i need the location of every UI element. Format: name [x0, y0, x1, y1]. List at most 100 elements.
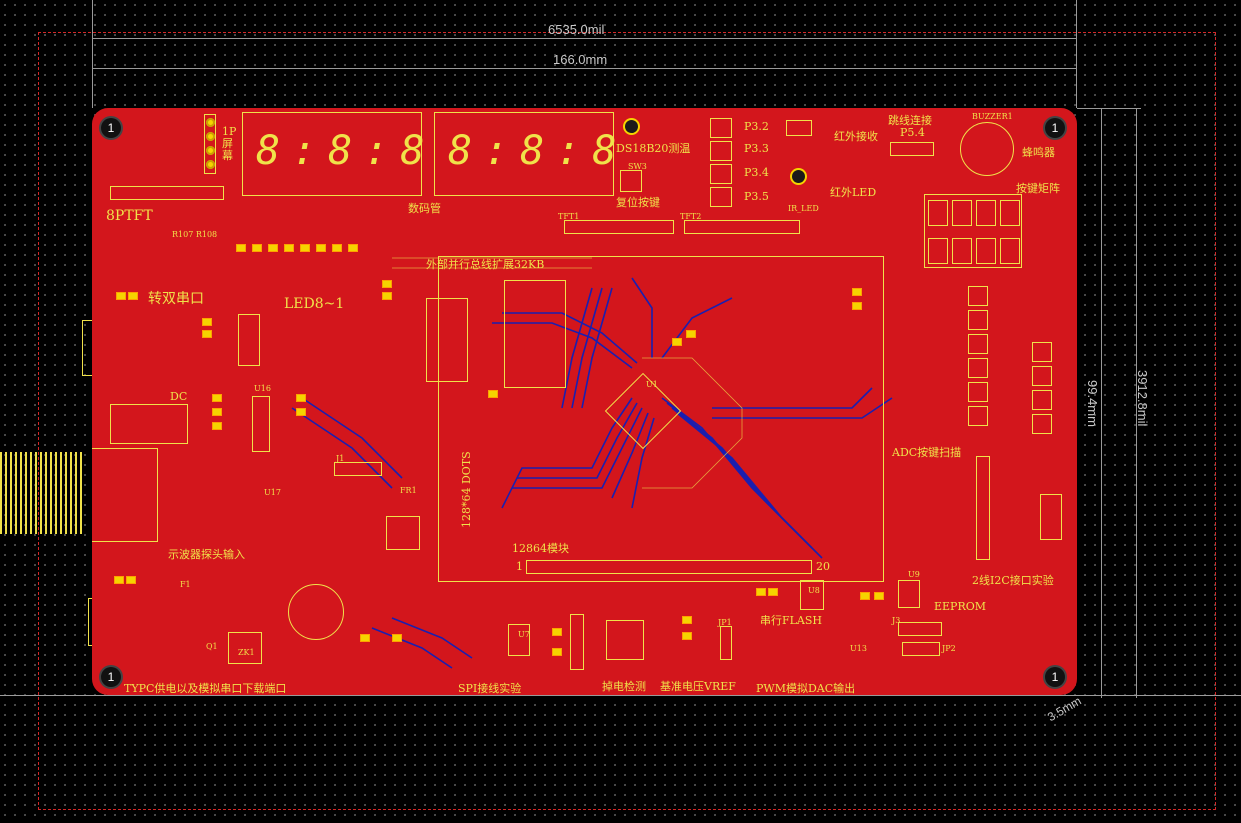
u16-chip	[252, 396, 270, 452]
label-p35: P3.5	[744, 190, 769, 203]
smd-pad	[682, 632, 692, 640]
label-buzzer-tag: BUZZER1	[972, 112, 1013, 121]
dim-height-mil: 3912.8mil	[1135, 370, 1150, 427]
smd-pad	[860, 592, 870, 600]
adc-key[interactable]	[968, 334, 988, 354]
matrix-key[interactable]	[1000, 200, 1020, 226]
led-pad	[268, 244, 278, 252]
dim-width-mil: 6535.0mil	[548, 22, 605, 37]
power-jack-large	[92, 448, 158, 542]
tft8p-header	[110, 186, 224, 200]
label-key-matrix: 按键矩阵	[1016, 182, 1060, 195]
board-keepout-outline	[38, 32, 1216, 810]
p32-button[interactable]	[710, 118, 732, 138]
dimension-guide-top	[92, 38, 1077, 39]
adc-key[interactable]	[1032, 414, 1052, 434]
label-ir-receive: 红外接收	[834, 130, 878, 143]
p33-button[interactable]	[710, 141, 732, 161]
led-pad	[300, 244, 310, 252]
matrix-key[interactable]	[928, 200, 948, 226]
reset-button[interactable]	[620, 170, 642, 192]
adc-key[interactable]	[1032, 366, 1052, 386]
smd-pad	[552, 628, 562, 636]
matrix-key[interactable]	[976, 238, 996, 264]
download-switch[interactable]	[228, 632, 262, 664]
smd-pad	[296, 394, 306, 402]
lcd-header	[204, 114, 216, 174]
label-p33: P3.3	[744, 142, 769, 155]
spi-header	[570, 614, 584, 670]
sram-chip	[426, 298, 468, 382]
matrix-key[interactable]	[952, 200, 972, 226]
smd-pad	[382, 292, 392, 300]
mount-hole-top-right: 1	[1045, 118, 1065, 138]
jp2-jumper[interactable]	[902, 642, 940, 656]
matrix-key[interactable]	[928, 238, 948, 264]
i2c-header	[976, 456, 990, 560]
sma-connector	[0, 452, 84, 534]
download-circle	[288, 584, 344, 640]
adc-key[interactable]	[968, 286, 988, 306]
adc-key[interactable]	[968, 382, 988, 402]
adc-key[interactable]	[968, 406, 988, 426]
tft2-header	[684, 220, 800, 234]
label-tft2: TFT2	[680, 212, 702, 221]
label-jumper: 跳线连接	[888, 114, 932, 127]
key-matrix-area[interactable]	[924, 194, 1022, 268]
adc-key[interactable]	[1032, 342, 1052, 362]
label-zk1: ZK1	[238, 648, 255, 657]
matrix-key[interactable]	[976, 200, 996, 226]
smd-pad	[128, 292, 138, 300]
label-reset-key: 复位按键	[616, 196, 660, 209]
label-r107: R107 R108	[172, 230, 218, 239]
pcb-board[interactable]: 1 1 1 1 1P屏幕 8PTFT R107 R108 8:8:8 8:8:8…	[92, 108, 1077, 695]
label-j3: J3	[892, 616, 901, 625]
label-dc: DC	[170, 390, 188, 403]
matrix-key[interactable]	[1000, 238, 1020, 264]
label-q1: Q1	[206, 642, 218, 651]
p35-button[interactable]	[710, 187, 732, 207]
jumper-p54[interactable]	[890, 142, 934, 156]
flash-chip	[800, 580, 824, 610]
label-i2c: 2线I2C接口实验	[972, 574, 1054, 587]
label-serial-flash: 串行FLASH	[760, 614, 823, 627]
label-dots: 128*64 DOTS	[460, 451, 473, 528]
jp1-jumper[interactable]	[720, 626, 732, 660]
mount-hole-bottom-right: 1	[1045, 667, 1065, 687]
led-pad	[316, 244, 326, 252]
adc-key[interactable]	[1032, 390, 1052, 410]
mount-hole-bottom-left: 1	[101, 667, 121, 687]
label-jp2: JP2	[942, 644, 956, 653]
vref-potentiometer[interactable]	[606, 620, 644, 660]
smd-pad	[552, 648, 562, 656]
label-p34: P3.4	[744, 166, 769, 179]
lcd-12864-outline	[438, 256, 884, 582]
smd-pad	[212, 422, 222, 430]
dimension-guide-top-right	[1077, 108, 1141, 109]
label-fr1: FR1	[400, 486, 417, 495]
matrix-key[interactable]	[952, 238, 972, 264]
led-pad	[348, 244, 358, 252]
dim-height-mm: 99.4mm	[1085, 380, 1100, 427]
smd-pad	[212, 394, 222, 402]
adc-key[interactable]	[968, 310, 988, 330]
usb-serial-chip	[238, 314, 260, 366]
led-pad	[252, 244, 262, 252]
smd-pad	[756, 588, 766, 596]
smd-pad	[488, 390, 498, 398]
p34-button[interactable]	[710, 164, 732, 184]
label-led8: LED8~1	[284, 296, 345, 312]
label-u8: U8	[808, 586, 820, 595]
smd-pad	[392, 634, 402, 642]
label-u7: U7	[518, 630, 530, 639]
smd-pad	[296, 408, 306, 416]
dc-jack	[110, 404, 188, 444]
tft1-header	[564, 220, 674, 234]
adc-key[interactable]	[968, 358, 988, 378]
label-u1: U1	[646, 380, 658, 389]
smd-pad	[686, 330, 696, 338]
potentiometer-1[interactable]	[386, 516, 420, 550]
label-segment-tube: 数码管	[408, 202, 441, 215]
label-u9: U9	[908, 570, 920, 579]
smd-pad	[126, 576, 136, 584]
